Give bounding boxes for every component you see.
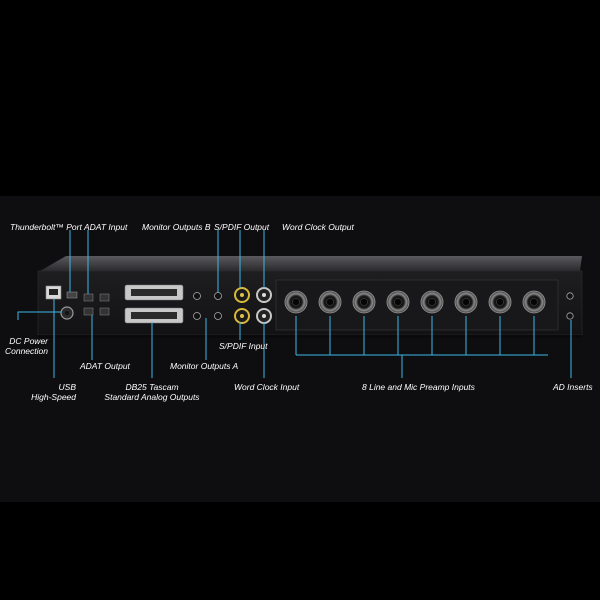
chassis-bottom <box>38 335 582 338</box>
leader-dc-power <box>17 311 61 320</box>
preamp-xlr-jacks <box>284 290 546 314</box>
xlr-combo-jack-center-1 <box>292 298 300 306</box>
xlr-combo-jack-center-6 <box>462 298 470 306</box>
label-db25-line1: DB25 Tascam <box>125 382 179 392</box>
adat-in-port <box>83 293 94 302</box>
xlr-combo-jack-center-8 <box>530 298 538 306</box>
label-preamp-inputs: 8 Line and Mic Preamp Inputs <box>362 382 475 392</box>
monitor-out-a-jack-1 <box>193 312 201 320</box>
xlr-combo-jack-center-5 <box>428 298 436 306</box>
adat-out-port <box>83 307 94 316</box>
spdif-out-rca-pin <box>240 293 244 297</box>
label-db25-line2: Standard Analog Outputs <box>104 392 200 402</box>
ad-insert-jack-2 <box>566 312 574 320</box>
label-monitor-outputs-a: Monitor Outputs A <box>170 361 239 371</box>
ad-insert-jack-1 <box>566 292 574 300</box>
label-adat-output: ADAT Output <box>80 361 130 371</box>
label-word-clock-output: Word Clock Output <box>282 222 354 232</box>
word-clock-out-bnc-pin <box>262 293 266 297</box>
xlr-combo-jack-center-4 <box>394 298 402 306</box>
preamp-panel <box>275 279 559 331</box>
label-db25: DB25 Tascam Standard Analog Outputs <box>102 382 202 402</box>
callout-leader-lines <box>17 230 572 378</box>
preamp-leader-ticks <box>295 316 535 355</box>
monitor-out-a-jack-2 <box>214 312 222 320</box>
xlr-combo-jack-center-3 <box>360 298 368 306</box>
label-usb-line2: High-Speed <box>31 392 76 402</box>
label-word-clock-input: Word Clock Input <box>234 382 300 392</box>
label-spdif-input: S/PDIF Input <box>219 341 268 351</box>
chassis-top <box>40 256 582 271</box>
label-spdif-output: S/PDIF Output <box>214 222 270 232</box>
label-usb: USB High-Speed <box>10 382 76 402</box>
adat-in-port-2 <box>99 293 110 302</box>
label-usb-line1: USB <box>58 382 76 392</box>
spdif-in-rca-pin <box>240 314 244 318</box>
word-clock-in-bnc-pin <box>262 314 266 318</box>
label-adat-input: ADAT Input <box>84 222 128 232</box>
thunderbolt-port <box>66 291 78 299</box>
db25-connector-2-inner <box>131 312 177 319</box>
xlr-combo-jack-center-2 <box>326 298 334 306</box>
xlr-combo-jack-center-7 <box>496 298 504 306</box>
monitor-out-b-jack-2 <box>214 292 222 300</box>
label-ad-inserts: AD Inserts <box>553 382 593 392</box>
monitor-out-b-jack-1 <box>193 292 201 300</box>
dc-power-jack-pin <box>65 311 69 315</box>
label-thunderbolt-port: Thunderbolt™ Port <box>10 222 82 232</box>
adat-out-port-2 <box>99 307 110 316</box>
db25-connector-1-inner <box>131 289 177 296</box>
label-monitor-outputs-b: Monitor Outputs B <box>142 222 211 232</box>
usb-port-inner <box>49 289 58 295</box>
label-dc-power: DC Power Connection <box>4 336 48 356</box>
label-dc-power-line1: DC Power <box>9 336 48 346</box>
label-dc-power-line2: Connection <box>4 346 48 356</box>
